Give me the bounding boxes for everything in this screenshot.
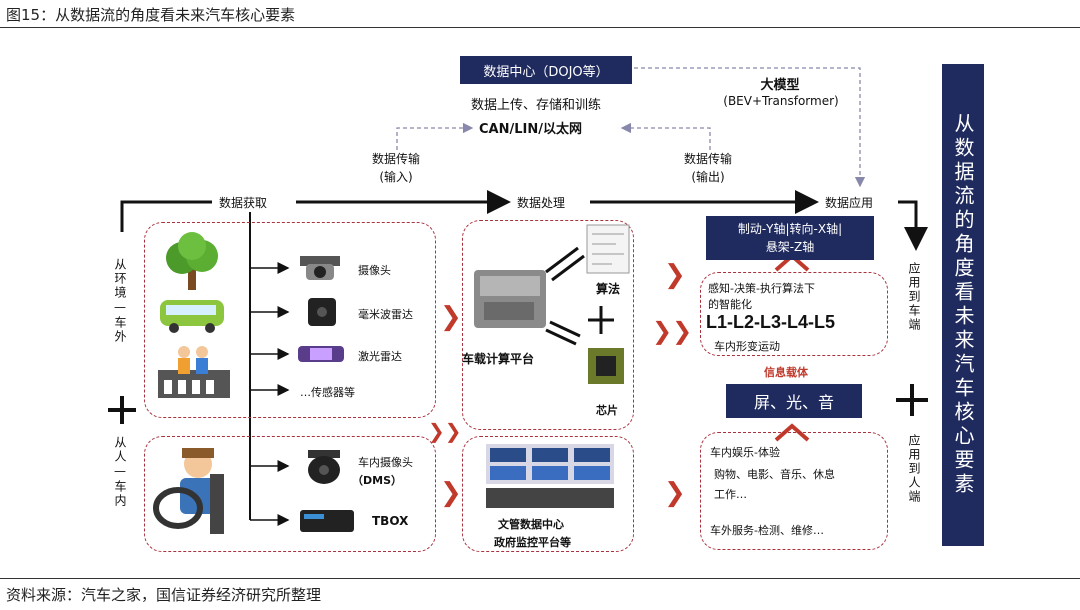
flow-chevron-icon: ❯❯ bbox=[652, 317, 693, 345]
sensor-tbox-label: TBOX bbox=[372, 514, 409, 528]
autonomy-group bbox=[700, 272, 888, 356]
monitoring-label: 政府监控平台等 bbox=[494, 536, 571, 549]
screen-light-sound-box: 屏、光、音 bbox=[726, 384, 862, 418]
chip-label: 芯片 bbox=[596, 404, 618, 417]
banner-text: 从数据流的角度看未来汽车核心要素 bbox=[951, 113, 975, 497]
title-rule bbox=[0, 27, 1080, 28]
cloud-center-group bbox=[462, 436, 634, 552]
sensor-others-label: …传感器等 bbox=[300, 386, 355, 399]
bus-icon bbox=[160, 300, 224, 333]
datacenter-label: 文管数据中心 bbox=[498, 518, 564, 531]
datacenter-box: 数据中心（DOJO等） bbox=[460, 56, 632, 84]
axes-line-2: 悬架-Z轴 bbox=[765, 240, 815, 254]
exterior-sensor-group bbox=[144, 222, 436, 418]
figure-title: 图15：从数据流的角度看未来汽车核心要素 bbox=[6, 6, 296, 24]
motion-label: 车内形变运动 bbox=[714, 340, 780, 353]
camera-icon bbox=[300, 256, 340, 280]
sensor-radar-label: 毫米波雷达 bbox=[358, 308, 413, 321]
tree-icon bbox=[166, 232, 218, 290]
stage-acquire: 数据获取 bbox=[216, 194, 271, 211]
entertainment-items: 购物、电影、音乐、休息 bbox=[714, 468, 835, 481]
human-source-label: 从人—车内 bbox=[113, 436, 127, 508]
flow-chevron-icon: ❯ bbox=[664, 260, 686, 290]
transfer-in-sub: (输入) bbox=[379, 170, 413, 184]
transfer-out-sub: (输出) bbox=[691, 170, 725, 184]
algorithm-label: 算法 bbox=[596, 282, 621, 296]
upload-label: 数据上传、存储和训练 bbox=[471, 98, 602, 113]
autonomy-levels: L1-L2-L3-L4-L5 bbox=[706, 312, 836, 332]
compute-platform-group bbox=[462, 220, 634, 430]
compute-platform-label: 车载计算平台 bbox=[462, 352, 535, 366]
env-source-label: 从环境—车外 bbox=[113, 258, 127, 344]
big-model-sub: (BEV+Transformer) bbox=[723, 94, 839, 108]
big-model-label: 大模型 bbox=[760, 78, 800, 93]
sensor-cabin-camera-label: 车内摄像头 bbox=[358, 456, 413, 469]
flow-chevron-icon: ❯ bbox=[664, 478, 686, 508]
driver-icon bbox=[153, 448, 224, 534]
decision-line-1: 感知-决策-执行算法下 bbox=[708, 282, 815, 295]
external-service: 车外服务-检测、维修… bbox=[710, 524, 824, 537]
footer-rule bbox=[0, 578, 1080, 579]
stage-process: 数据处理 bbox=[514, 194, 569, 211]
schematic-icon bbox=[586, 224, 630, 274]
chassis-axes-box: 制动-Y轴|转向-X轴| 悬架-Z轴 bbox=[706, 216, 874, 260]
entertainment-title: 车内娱乐-体验 bbox=[710, 446, 780, 459]
key-elements-banner: 从数据流的角度看未来汽车核心要素 bbox=[942, 64, 984, 546]
sensor-camera-label: 摄像头 bbox=[358, 264, 391, 277]
entertainment-work: 工作… bbox=[714, 488, 747, 501]
transfer-out-label: 数据传输 bbox=[683, 152, 732, 166]
dome-camera-icon bbox=[308, 450, 340, 484]
axes-line-1: 制动-Y轴|转向-X轴| bbox=[737, 222, 843, 236]
lidar-icon bbox=[298, 346, 344, 362]
tbox-icon bbox=[300, 510, 354, 532]
pedestrian-crossing-icon bbox=[158, 346, 230, 398]
sensor-cabin-camera-sub: （DMS） bbox=[352, 474, 402, 487]
sensor-lidar-label: 激光雷达 bbox=[358, 350, 402, 363]
bus-label: CAN/LIN/以太网 bbox=[479, 122, 582, 137]
stage-apply: 数据应用 bbox=[822, 194, 877, 211]
interior-sensor-group bbox=[144, 436, 436, 552]
ecu-icon bbox=[474, 270, 546, 328]
apply-human-label: 应用到人端 bbox=[907, 434, 921, 504]
apply-car-label: 应用到车端 bbox=[907, 262, 921, 332]
decision-line-2: 的智能化 bbox=[708, 298, 752, 311]
flow-chevron-icon: ❯ bbox=[440, 302, 462, 332]
chip-icon bbox=[588, 348, 624, 384]
flow-chevron-icon: ❯❯ bbox=[428, 419, 462, 443]
source-note: 资料来源：汽车之家，国信证券经济研究所整理 bbox=[6, 586, 322, 604]
info-carrier-label: 信息载体 bbox=[764, 366, 808, 379]
control-room-icon bbox=[486, 444, 614, 508]
transfer-in-label: 数据传输 bbox=[371, 152, 420, 166]
experience-group bbox=[700, 432, 888, 550]
radar-icon bbox=[308, 298, 336, 326]
flow-chevron-icon: ❯ bbox=[440, 478, 462, 508]
